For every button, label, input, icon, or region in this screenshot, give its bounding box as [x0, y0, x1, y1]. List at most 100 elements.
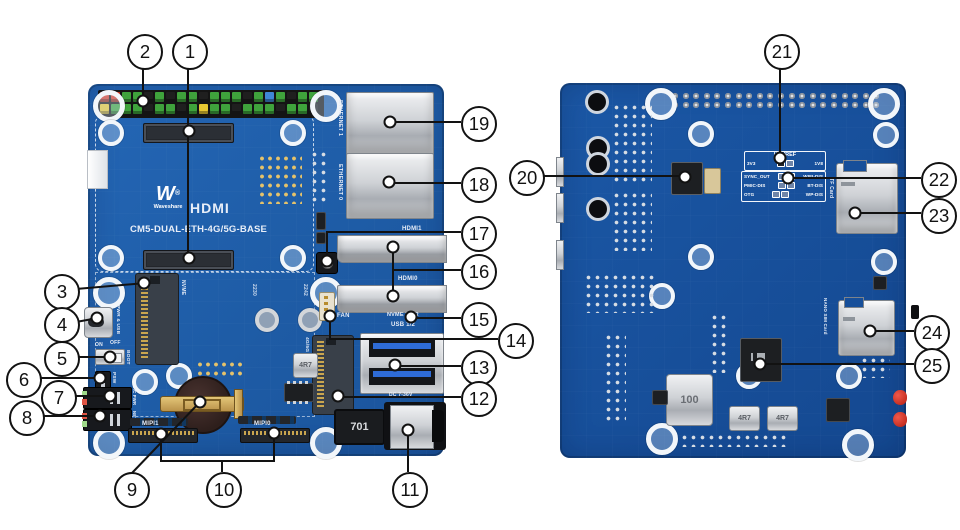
gpio-jumper-cap [232, 104, 241, 114]
standoff-hole [98, 245, 124, 271]
nvme-m2-keyslot [150, 276, 160, 284]
callout-23: 23 [921, 198, 957, 234]
registered-mark: ® [174, 190, 181, 197]
through-hole-pad [820, 102, 827, 108]
gpio-jumper-cap [188, 92, 197, 102]
mipi1-connector [128, 428, 198, 443]
gpio-jumper-cap [177, 104, 186, 114]
gpio-jumper-cap [188, 104, 197, 114]
ethernet1-label: ETHERNET 1 [337, 100, 343, 137]
usb3-port-top-opening [369, 340, 435, 357]
through-hole-pad [682, 102, 689, 108]
m2-standoff-2230 [255, 308, 279, 332]
through-hole-pad [746, 93, 753, 99]
micro-connector [704, 168, 721, 194]
through-hole-pad [714, 102, 721, 108]
nano-sim-slot-cutout [844, 297, 864, 308]
through-hole-pad [788, 93, 795, 99]
jumper-pad [780, 191, 789, 198]
terminal-pins [110, 392, 124, 404]
through-hole-pad [703, 93, 710, 99]
b2b-connector-top [143, 123, 234, 143]
gpio-jumper-cap [166, 104, 175, 114]
callout-19: 19 [461, 106, 497, 142]
dc-jack-body [390, 405, 434, 449]
mount-hole [688, 244, 714, 270]
carrier-board-front: W® Waveshare HDMI CM5-DUAL-ETH-4G/5G-BAS… [82, 84, 447, 459]
gpio-jumper-cap [276, 104, 285, 114]
nano-sim-slot-notch [843, 317, 855, 321]
mipi0-label: MIPI0 [254, 421, 271, 427]
bt-dis-label: BT-DIS [807, 183, 823, 188]
solder-pads [130, 418, 188, 426]
waveshare-logo-text: Waveshare [153, 204, 183, 210]
smd-component [316, 212, 326, 230]
tf-card-slot-cutout [843, 160, 867, 172]
through-hole-pad [725, 102, 731, 108]
dc-jack-barrel [432, 410, 444, 442]
ac-pwr-label: AC PWR [132, 387, 137, 406]
nano-sim-slot [838, 297, 895, 356]
usb-hub-chip [740, 338, 782, 382]
mount-hole [868, 88, 900, 120]
gpio-jumper-cap [287, 104, 296, 114]
tht-connector-back [589, 139, 607, 157]
inductor-701: 701 [334, 409, 385, 445]
wifi-dis-label: WIFI-DIS [803, 174, 823, 179]
power-switch-lever [111, 353, 122, 363]
callout-21: 21 [764, 34, 800, 70]
callout-24: 24 [914, 315, 950, 351]
gpio-jumper-cap [232, 92, 241, 102]
nvme-label: NVME [180, 280, 186, 296]
smd-component [873, 276, 887, 290]
standoff-hole [98, 120, 124, 146]
smd-component [316, 232, 326, 244]
gpio-header-jumpers [98, 90, 324, 118]
callout-5: 5 [44, 341, 80, 377]
usbc-port [84, 307, 113, 338]
through-hole-pad [799, 102, 806, 108]
gpio-jumper-cap [122, 104, 131, 114]
tf-card-slot [836, 160, 898, 234]
io-vref-pad [785, 160, 794, 167]
io-vref-1v8-label: 1V8 [814, 161, 823, 166]
mount-hole [646, 423, 678, 455]
carrier-board-back: IO-VREF 3V3 1V8 SYNC_OUT WIFI-DIS PMIC-D… [556, 83, 919, 461]
power-button [316, 252, 338, 274]
wire-green [82, 421, 87, 427]
usb3-stacked-port [360, 333, 444, 394]
callout-8: 8 [9, 400, 45, 436]
waveshare-logo: W® Waveshare [146, 184, 190, 218]
ethernet0-label: ETHERNET 0 [337, 164, 343, 201]
through-hole-pad [820, 93, 827, 99]
smd-ic [826, 398, 850, 422]
gpio-jumper-cap [177, 92, 186, 102]
power-button-cap [322, 258, 333, 269]
solder-pad-cluster [612, 103, 652, 183]
callout-25: 25 [914, 348, 950, 384]
gpio-jumper-cap [265, 104, 274, 114]
gpio-jumper-cap [221, 92, 230, 102]
mount-hole [310, 90, 342, 122]
usb12-label: USB 1/2 [391, 322, 416, 328]
on-label: ON [95, 342, 103, 348]
through-hole-pad [756, 102, 763, 108]
gpio-jumper-cap [144, 104, 153, 114]
psw-label: PSW [111, 372, 116, 384]
through-hole-pad [693, 93, 700, 99]
edge-component [87, 150, 108, 189]
nvme-pwr-led-label: NVME PWR [387, 312, 419, 318]
callout-10: 10 [206, 472, 242, 508]
through-hole-pad [862, 102, 869, 108]
soic-pins [287, 381, 311, 384]
gpio-jumper-cap [276, 92, 285, 102]
gpio-jumper-cap [287, 92, 296, 102]
gpio-jumper-cap [254, 92, 263, 102]
gpio-jumper-cap [210, 104, 219, 114]
callout-3: 3 [44, 274, 80, 310]
fan-connector-pins [324, 296, 328, 316]
edge-connector-side [556, 193, 564, 223]
mipi1-label: MIPI1 [142, 421, 159, 427]
gpio-jumper-cap [144, 92, 153, 102]
edge-connector-side [556, 157, 564, 187]
